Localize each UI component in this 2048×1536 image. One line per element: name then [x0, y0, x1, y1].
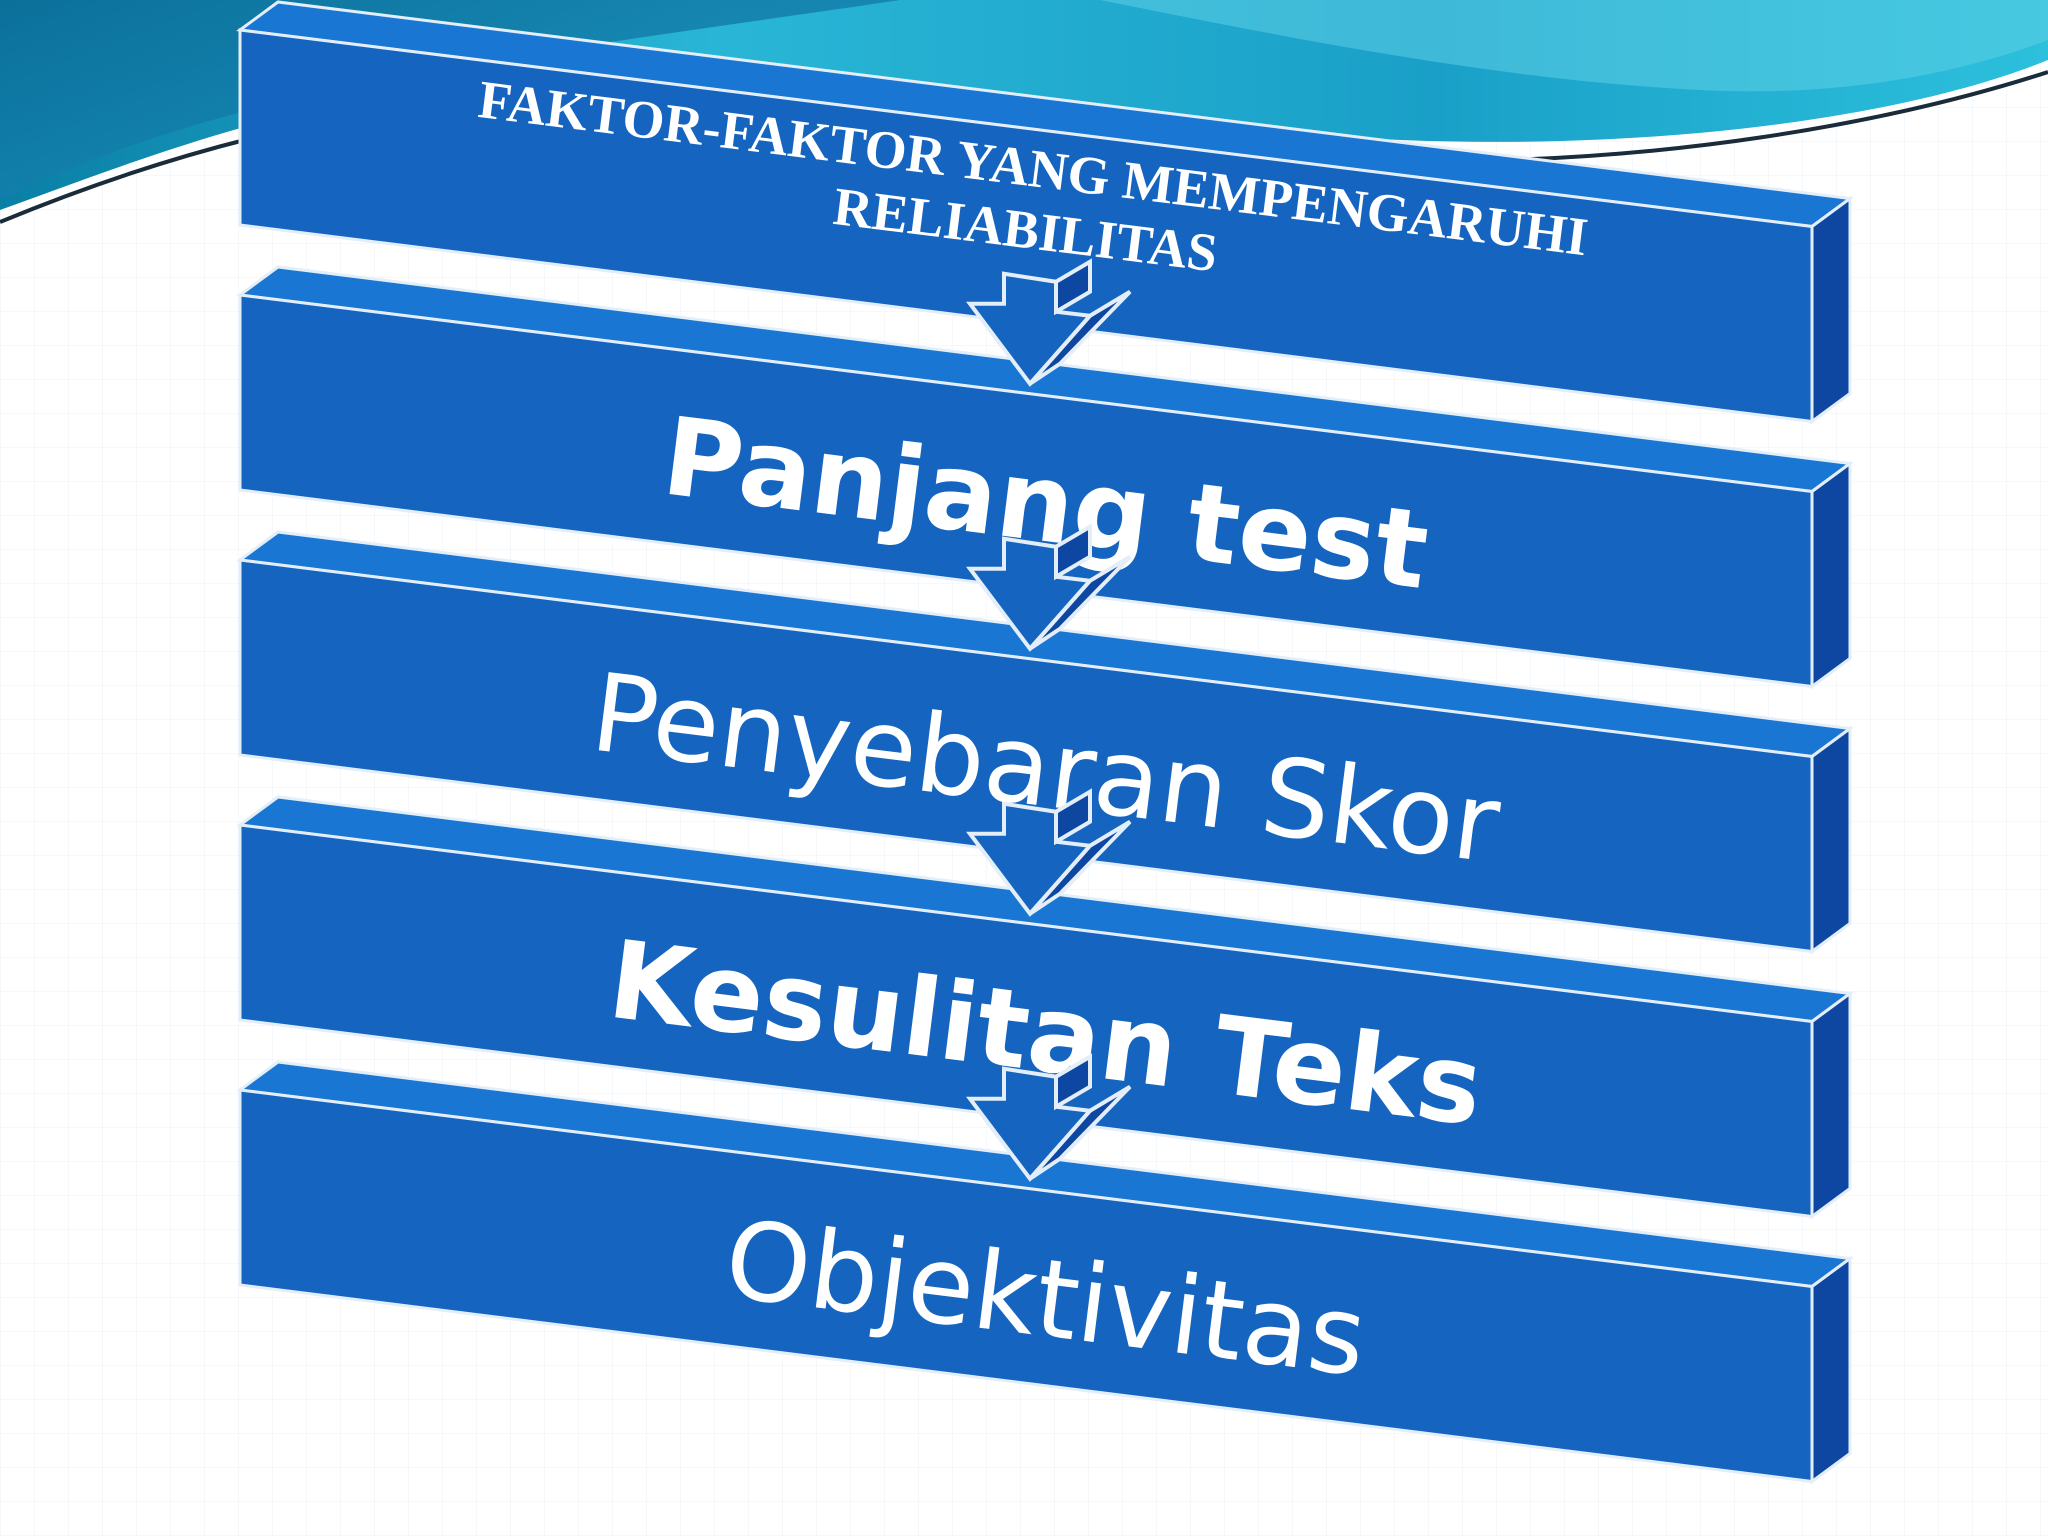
- down-arrow-edge: [1028, 290, 1132, 386]
- title-box: FAKTOR-FAKTOR YANG MEMPENGARUHIRELIABILI…: [236, 0, 1854, 425]
- down-arrow-icon: [966, 258, 1132, 387]
- factor-box-4-side-face: [1810, 1255, 1852, 1485]
- down-arrow-side: [1054, 788, 1092, 846]
- factor-box-1: [236, 265, 1854, 690]
- connector-arrows: [966, 258, 1132, 1182]
- down-arrow-side: [1054, 1053, 1092, 1111]
- down-arrow-edge: [1028, 555, 1132, 651]
- factor-box-3-front-face: [238, 823, 1814, 1219]
- factor-box-3: [236, 795, 1854, 1220]
- factor-box-2: [236, 530, 1854, 955]
- factor-box-1-side-face: [1810, 460, 1852, 690]
- factor-box-4: [236, 1060, 1854, 1485]
- down-arrow-icon: [966, 523, 1132, 652]
- down-arrow-edge: [1028, 1085, 1132, 1181]
- factor-box-1-front-face: [238, 293, 1814, 689]
- down-arrow-icon: [966, 788, 1132, 917]
- factor-box-4-front-face: [238, 1088, 1814, 1484]
- factor-box-2-side-face: [1810, 725, 1852, 955]
- factor-box-2-front-face: [238, 558, 1814, 954]
- down-arrow-side: [1054, 258, 1092, 316]
- title-bar-side-face: [1810, 195, 1852, 425]
- title-bar-front-face: [238, 28, 1814, 424]
- down-arrow-icon: [966, 1053, 1132, 1182]
- down-arrow-edge: [1028, 820, 1132, 916]
- factor-box-3-side-face: [1810, 990, 1852, 1220]
- title-bar: [236, 0, 1854, 425]
- down-arrow-side: [1054, 523, 1092, 581]
